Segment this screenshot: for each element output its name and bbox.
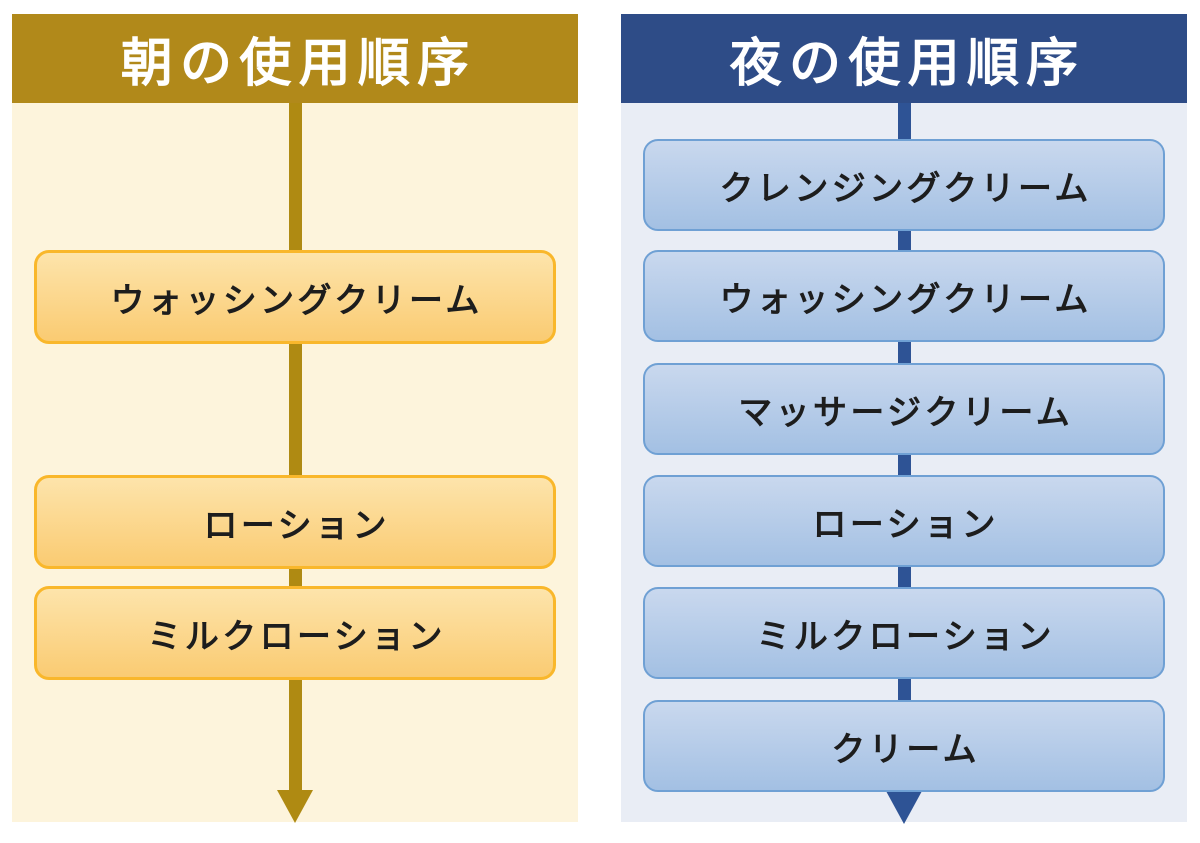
night-step-massage-cream: マッサージクリーム: [643, 363, 1165, 455]
morning-down-arrow-icon: [277, 790, 313, 823]
night-step-lotion: ローション: [643, 475, 1165, 567]
night-step-milk-lotion: ミルクローション: [643, 587, 1165, 679]
morning-step-milk-lotion: ミルクローション: [34, 586, 556, 680]
night-step-cleansing-cream: クレンジングクリーム: [643, 139, 1165, 231]
night-panel-title: 夜の使用順序: [621, 14, 1187, 103]
morning-step-washing-cream: ウォッシングクリーム: [34, 250, 556, 344]
night-step-cream: クリーム: [643, 700, 1165, 792]
night-panel-body: クレンジングクリーム ウォッシングクリーム マッサージクリーム ローション ミル…: [621, 103, 1187, 824]
morning-panel-body: ウォッシングクリーム ローション ミルクローション: [12, 103, 578, 823]
morning-panel-title: 朝の使用順序: [12, 14, 578, 103]
morning-step-lotion: ローション: [34, 475, 556, 569]
night-step-washing-cream: ウォッシングクリーム: [643, 250, 1165, 342]
morning-panel: 朝の使用順序 ウォッシングクリーム ローション ミルクローション: [12, 14, 578, 823]
morning-flow-line: [288, 103, 302, 791]
night-down-arrow-icon: [886, 791, 922, 824]
night-panel: 夜の使用順序 クレンジングクリーム ウォッシングクリーム マッサージクリーム ロ…: [621, 14, 1187, 824]
